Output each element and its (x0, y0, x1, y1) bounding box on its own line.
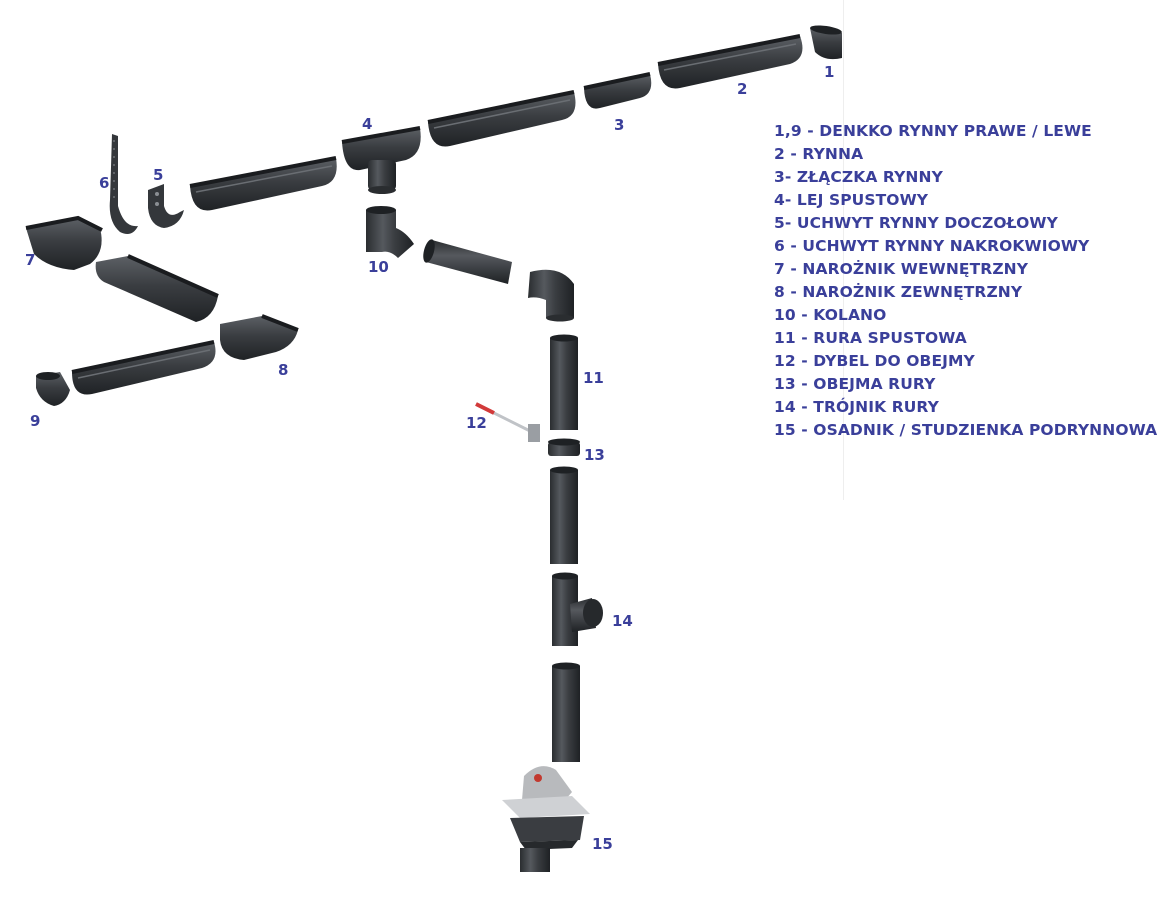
legend-item: 4- LEJ SPUSTOWY (774, 191, 929, 209)
part-label-5: 5 (153, 166, 163, 184)
legend-item: 15 - OSADNIK / STUDZIENKA PODRYNNOWA (774, 421, 1157, 439)
part-label-4: 4 (362, 115, 372, 133)
pipe-middle (550, 466, 578, 564)
part-label-10: 10 (368, 258, 389, 276)
part-label-15: 15 (592, 835, 613, 853)
legend-item: 6 - UCHWYT RYNNY NAKROKWIOWY (774, 237, 1090, 255)
part-label-6: 6 (99, 174, 109, 192)
part-7-internal-corner (25, 215, 103, 270)
part-label-11: 11 (583, 369, 604, 387)
part-2-gutter-diagonal (95, 254, 219, 322)
part-3-connector (583, 72, 652, 109)
legend-item: 3- ZŁĄCZKA RYNNY (774, 168, 943, 186)
part-2-gutter-middle (427, 90, 576, 147)
part-14-tee (552, 572, 603, 646)
legend-item: 2 - RYNNA (774, 145, 864, 163)
part-9-end-cap (36, 372, 70, 406)
parts-legend: 1,9 - DENKKO RYNNY PRAWE / LEWE 2 - RYNN… (774, 120, 1157, 442)
legend-item: 10 - KOLANO (774, 306, 887, 324)
part-5-fascia-bracket (148, 184, 184, 228)
legend-item: 14 - TRÓJNIK RURY (774, 398, 939, 416)
part-label-13: 13 (584, 446, 605, 464)
legend-item: 7 - NAROŻNIK WEWNĘTRZNY (774, 260, 1029, 278)
legend-item: 8 - NAROŻNIK ZEWNĘTRZNY (774, 283, 1023, 301)
legend-item: 5- UCHWYT RYNNY DOCZOŁOWY (774, 214, 1058, 232)
part-4-outlet (341, 126, 421, 194)
legend-item: 12 - DYBEL DO OBEJMY (774, 352, 975, 370)
part-label-2: 2 (737, 80, 747, 98)
legend-item: 13 - OBEJMA RURY (774, 375, 936, 393)
legend-item: 11 - RURA SPUSTOWA (774, 329, 967, 347)
part-1-end-cap (810, 25, 842, 60)
part-label-14: 14 (612, 612, 633, 630)
part-2-gutter-lower (71, 340, 216, 395)
part-label-3: 3 (614, 116, 624, 134)
part-label-7: 7 (25, 251, 35, 269)
legend-item: 1,9 - DENKKO RYNNY PRAWE / LEWE (774, 122, 1092, 140)
part-8-external-corner (220, 314, 299, 360)
part-label-8: 8 (278, 361, 288, 379)
part-label-1: 1 (824, 63, 834, 81)
part-15-gully-trap (502, 766, 590, 872)
pipe-angled (423, 239, 512, 284)
part-2-gutter-right (657, 34, 803, 89)
part-12-dowel (475, 402, 540, 442)
part-2-gutter-left (189, 156, 337, 211)
pipe-elbow-lower (528, 269, 574, 322)
part-label-12: 12 (466, 414, 487, 432)
background-divider (843, 0, 844, 500)
part-13-pipe-clamp (548, 438, 580, 456)
pipe-lower (552, 662, 580, 762)
part-6-rafter-bracket (109, 134, 138, 234)
part-label-9: 9 (30, 412, 40, 430)
part-11-downpipe (550, 334, 578, 430)
part-10-elbow (366, 206, 414, 258)
